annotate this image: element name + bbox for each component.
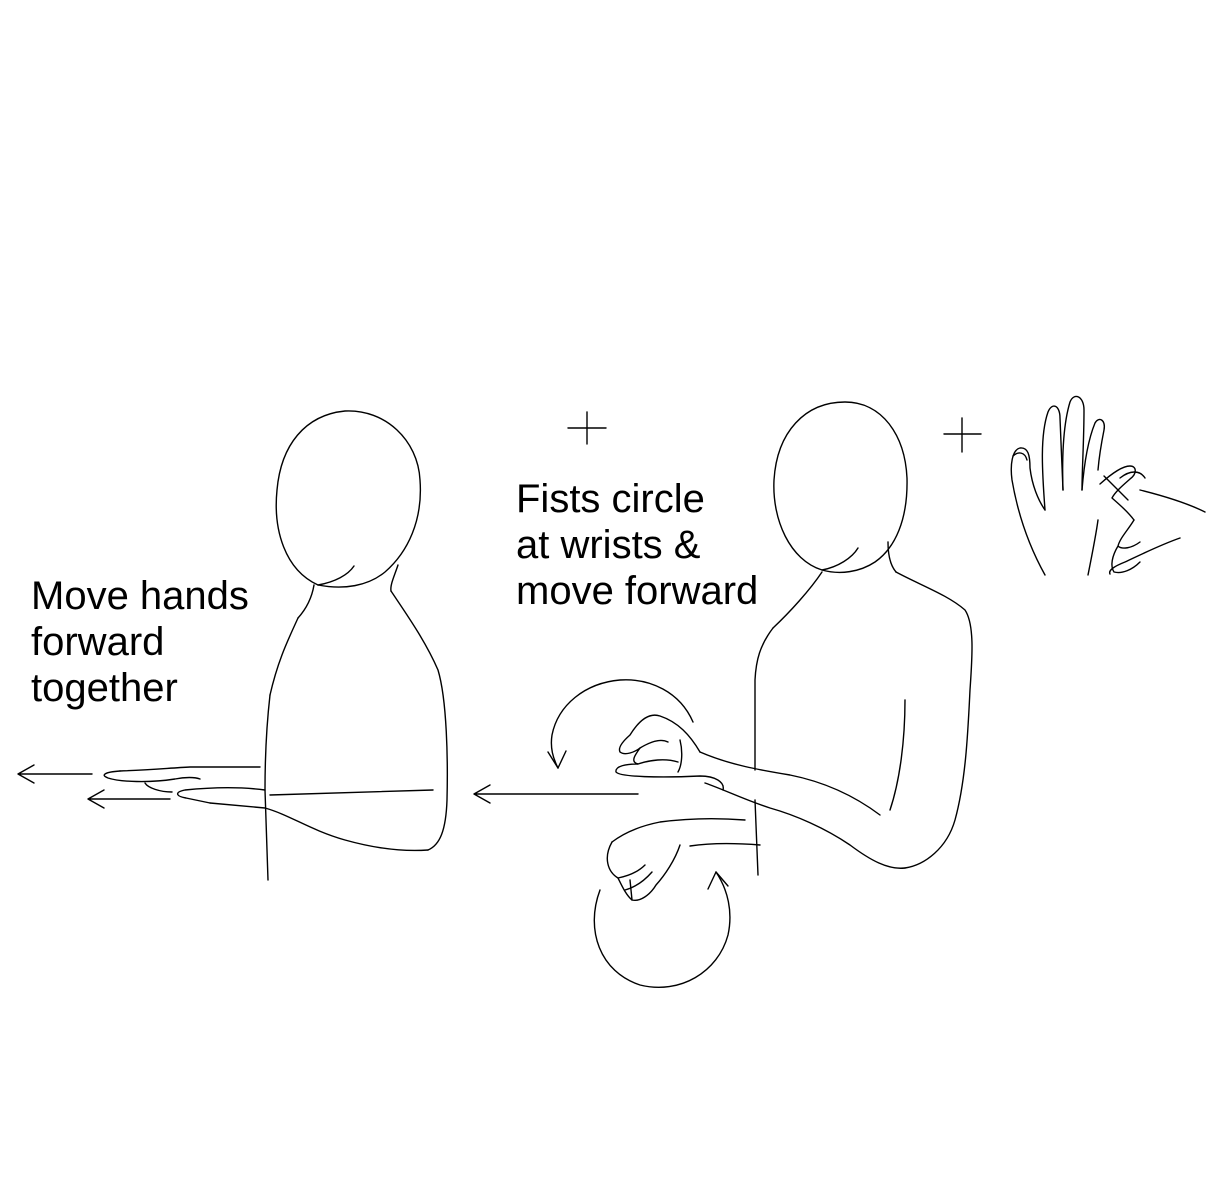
left-chin (317, 565, 355, 586)
left-upper-arm-top (269, 789, 434, 796)
right-neck-front (887, 541, 897, 573)
left-figure (103, 410, 449, 881)
right-figure (606, 401, 973, 902)
lower-fist (606, 841, 681, 902)
left-lower-forearm (209, 802, 429, 852)
caption-line: Fists circle (516, 477, 705, 521)
plus-marker-icon (567, 411, 607, 445)
open-hand-thumb (1010, 447, 1046, 576)
left-back-shoulder (390, 590, 449, 851)
grip-hand-knuckles (1103, 475, 1129, 501)
plus-marker-icon (943, 417, 982, 453)
right-head (773, 401, 908, 574)
left-hand-heel (144, 782, 173, 793)
left-neck-front (390, 564, 399, 592)
left-far-hand (103, 770, 201, 783)
open-hand-thumbnail (1012, 452, 1028, 461)
circular-arrow-icon (547, 679, 694, 769)
caption-fists-circle: Fists circle at wrists & move forward (516, 476, 758, 614)
lower-fist-fingers (617, 864, 653, 901)
caption-line: at wrists & (516, 523, 701, 567)
right-chin (821, 547, 859, 571)
grip-hand-thumb (1119, 471, 1146, 479)
grip-hand-lower-fingers (1111, 519, 1141, 574)
caption-line: forward (31, 620, 165, 664)
open-hand-palm (1087, 519, 1099, 576)
lower-forearm-top (611, 817, 746, 843)
open-hand-index (1041, 405, 1064, 511)
right-forearm-bottom (704, 782, 906, 869)
left-shoulder-front (269, 617, 299, 696)
left-head (275, 410, 422, 588)
lower-forearm-bottom (689, 842, 761, 847)
caption-line: move forward (516, 569, 759, 613)
right-chest (754, 627, 774, 771)
upper-fist-knuckles (637, 739, 683, 773)
right-shoulder-back (895, 571, 973, 869)
right-torso-front (754, 799, 759, 876)
arrow-left-icon (17, 764, 93, 784)
right-elbow-inner (889, 699, 906, 811)
arrow-left-icon (87, 789, 171, 809)
left-torso-front (264, 694, 271, 881)
circular-arrow-icon (593, 871, 731, 989)
upper-fist (615, 714, 724, 791)
arrow-left-icon (473, 784, 639, 804)
grip-hand-finger (1099, 465, 1136, 521)
caption-line: together (31, 666, 178, 710)
grip-hand-back (1139, 489, 1206, 513)
grip-hand-wrist (1108, 537, 1181, 575)
caption-line: Move hands (31, 574, 249, 618)
right-neck-back (772, 571, 823, 629)
open-hand-middle (1061, 395, 1085, 491)
left-near-hand (176, 786, 266, 804)
open-hand-ring (1081, 418, 1106, 491)
right-forearm-top (699, 751, 881, 816)
left-upper-forearm (119, 766, 261, 772)
caption-move-hands: Move hands forward together (31, 573, 249, 711)
left-neck-back (297, 584, 315, 619)
handshape-detail (1010, 395, 1206, 576)
